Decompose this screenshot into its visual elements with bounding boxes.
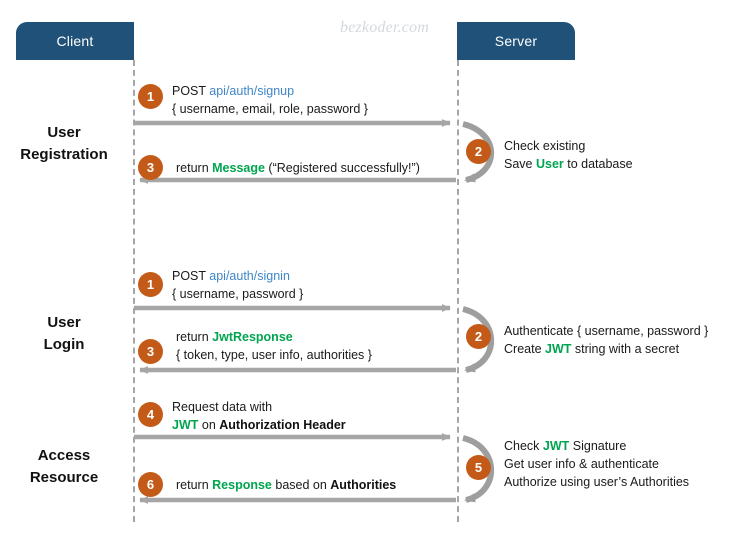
lifeline-client (133, 60, 135, 522)
save-suffix: to database (563, 157, 633, 172)
message-server-check-save-line1: Check existing (504, 139, 586, 153)
message-signin-request-line2: { username, password } (172, 287, 304, 302)
message-server-verify-line3: Authorize using user’s Authorities (504, 475, 690, 490)
http-method-post: POST (172, 84, 210, 98)
section-label-line2: Registration (20, 145, 108, 163)
actor-server-label: Server (494, 33, 538, 49)
check-prefix: Check (504, 439, 543, 453)
message-server-authenticate: Authenticate { username, password } Crea… (504, 322, 708, 358)
message-request-data-line1: Request data with (172, 400, 273, 414)
return-prefix: return (176, 161, 213, 175)
actor-client-header: Client (16, 22, 134, 60)
message-signup-response: return Message (“Registered successfully… (176, 159, 420, 177)
step-badge-6: 6 (138, 472, 163, 497)
entity-user: User (535, 157, 564, 172)
create-suffix: string with a secret (571, 342, 680, 357)
http-method-post: POST (172, 269, 210, 283)
section-label-user-login: User Login (0, 312, 128, 356)
message-resource-response: return Response based on Authorities (176, 476, 396, 494)
message-signin-response: return JwtResponse { token, type, user i… (176, 328, 372, 364)
section-label-line1: Access (37, 447, 91, 464)
section-label-line2: Resource (29, 468, 99, 486)
return-suffix: (“Registered successfully!”) (264, 161, 420, 175)
create-prefix: Create (504, 342, 545, 357)
authorities: Authorities (330, 478, 397, 492)
endpoint-signup: api/auth/signup (209, 84, 295, 98)
message-signin-request-line1: POST api/auth/signin (172, 267, 303, 285)
lifeline-server (457, 60, 459, 522)
message-signin-response-line1: return JwtResponse (176, 328, 372, 346)
return-prefix: return (176, 478, 213, 492)
message-signup-response-line1: return Message (“Registered successfully… (176, 159, 420, 177)
type-message: Message (212, 161, 265, 175)
step-badge-5: 5 (466, 455, 491, 480)
message-signup-request: POST api/auth/signup { username, email, … (172, 82, 368, 118)
message-server-check-save-line2: Save User to database (504, 155, 633, 173)
message-server-verify-line2: Get user info & authenticate (504, 457, 659, 472)
message-request-data: Request data with JWT on Authorization H… (172, 398, 346, 434)
message-resource-response-line1: return Response based on Authorities (176, 476, 396, 494)
message-signup-request-line2: { username, email, role, password } (172, 102, 368, 117)
step-badge-1: 1 (138, 84, 163, 109)
actor-server-header: Server (457, 22, 575, 60)
return-prefix: return (176, 330, 213, 344)
step-badge-3-login: 3 (138, 339, 163, 364)
token-jwt: JWT (542, 439, 570, 453)
section-label-access-resource: Access Resource (0, 445, 128, 489)
message-server-verify: Check JWT Signature Get user info & auth… (504, 437, 689, 491)
message-signup-request-line1: POST api/auth/signup (172, 82, 368, 100)
type-jwtresponse: JwtResponse (212, 330, 293, 344)
based-on-text: based on (271, 478, 331, 492)
section-label-user-registration: User Registration (0, 122, 128, 166)
actor-client-label: Client (56, 33, 94, 49)
on-text: on (198, 418, 220, 433)
message-server-authenticate-line2: Create JWT string with a secret (504, 340, 708, 358)
message-request-data-line2: JWT on Authorization Header (172, 416, 346, 434)
message-signin-response-line2: { token, type, user info, authorities } (176, 348, 372, 363)
message-server-authenticate-line1: Authenticate { username, password } (504, 324, 709, 338)
message-signin-request: POST api/auth/signin { username, passwor… (172, 267, 303, 303)
step-badge-3: 3 (138, 155, 163, 180)
step-badge-2: 2 (466, 139, 491, 164)
message-server-check-save: Check existing Save User to database (504, 137, 633, 173)
authorization-header: Authorization Header (219, 418, 346, 433)
message-server-verify-line1: Check JWT Signature (504, 437, 689, 455)
token-jwt: JWT (172, 418, 199, 433)
section-label-line1: User (47, 124, 81, 141)
endpoint-signin: api/auth/signin (209, 269, 290, 283)
step-badge-4: 4 (138, 402, 163, 427)
type-response: Response (212, 478, 272, 492)
check-suffix: Signature (569, 439, 627, 453)
step-badge-1-login: 1 (138, 272, 163, 297)
token-jwt: JWT (545, 342, 572, 357)
save-prefix: Save (504, 157, 536, 172)
section-label-line2: Login (43, 335, 85, 353)
watermark-bezkoder: bezkoder.com (340, 19, 430, 36)
step-badge-2-login: 2 (466, 324, 491, 349)
section-label-line1: User (47, 314, 81, 331)
